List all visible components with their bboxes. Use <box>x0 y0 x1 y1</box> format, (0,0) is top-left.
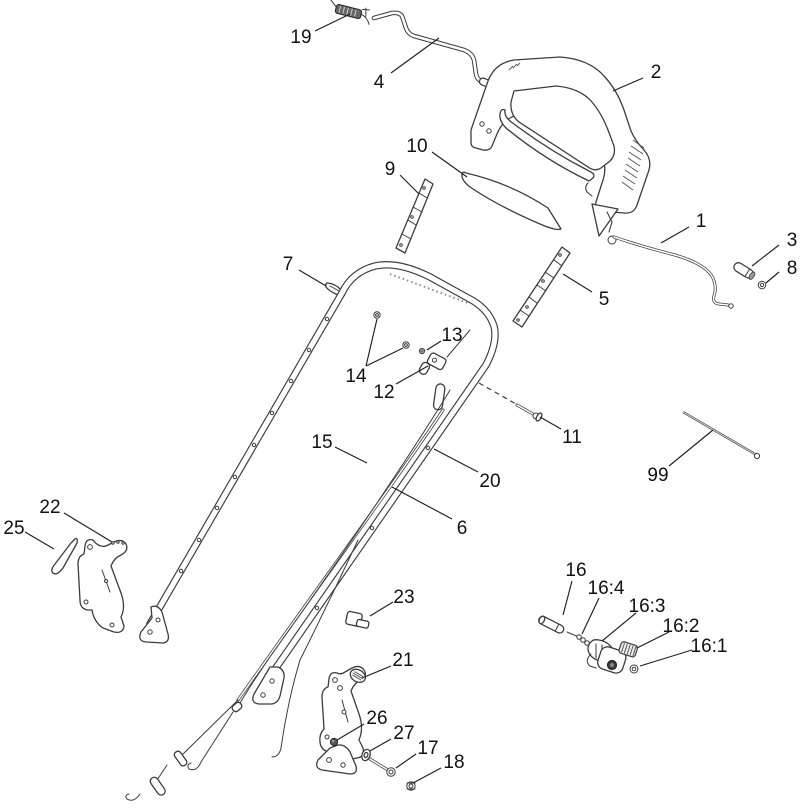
callout-2: 2 <box>612 62 662 92</box>
callout-27-label: 27 <box>393 723 414 744</box>
part-nut-small <box>757 280 767 290</box>
callout-1: 1 <box>660 211 707 244</box>
callout-17: 17 <box>395 738 439 769</box>
callout-19: 19 <box>290 13 351 48</box>
tube-studs <box>178 316 431 611</box>
part-upper-handle <box>470 56 651 237</box>
callout-23-label: 23 <box>393 587 414 608</box>
callout-22: 22 <box>39 497 113 543</box>
part-spring <box>328 0 371 25</box>
part-lower-handle <box>139 261 499 705</box>
callout-16-3-label: 16:3 <box>629 596 666 617</box>
callout-12: 12 <box>373 365 429 403</box>
callout-16-label: 16 <box>565 560 586 581</box>
callout-4: 4 <box>374 37 440 93</box>
callout-15-label: 15 <box>311 432 332 453</box>
callout-3-label: 3 <box>787 230 798 251</box>
callout-4-label: 4 <box>374 72 385 93</box>
part-washer <box>361 748 371 762</box>
callout-7: 7 <box>283 254 327 287</box>
callout-20: 20 <box>433 448 501 492</box>
callout-27: 27 <box>369 723 415 752</box>
callout-22-label: 22 <box>39 497 60 518</box>
part-spring-small <box>576 634 590 646</box>
part-curved-insert <box>461 171 562 231</box>
part-bolt-dashed <box>478 382 543 422</box>
callout-14: 14 <box>345 318 404 387</box>
callout-20-label: 20 <box>479 471 500 492</box>
callout-11: 11 <box>539 416 582 448</box>
callout-18: 18 <box>412 752 465 784</box>
callout-16-1: 16:1 <box>639 636 728 667</box>
part-cable-inner <box>187 389 451 771</box>
callout-26-label: 26 <box>366 708 387 729</box>
callout-23: 23 <box>369 587 415 617</box>
callout-99-label: 99 <box>647 465 668 486</box>
callout-17-label: 17 <box>417 738 438 759</box>
part-wedge <box>51 537 78 575</box>
callout-10: 10 <box>406 136 468 178</box>
callout-8-label: 8 <box>787 258 798 279</box>
part-nuts <box>373 311 426 355</box>
callout-16-4: 16:4 <box>581 578 625 635</box>
callout-25-label: 25 <box>3 518 24 539</box>
part-bolt <box>368 757 396 777</box>
callout-26: 26 <box>336 708 388 741</box>
callout-16-2: 16:2 <box>636 616 700 649</box>
part-lever-body <box>597 646 627 674</box>
part-knurled-block <box>618 641 638 658</box>
callout-7-label: 7 <box>283 254 294 275</box>
callout-6-label: 6 <box>457 518 468 539</box>
part-rod <box>371 10 494 89</box>
callout-21-label: 21 <box>392 650 413 671</box>
part-rail-lower <box>512 246 571 328</box>
callout-21: 21 <box>361 650 414 679</box>
callout-15: 15 <box>311 432 368 464</box>
part-plug <box>345 610 370 629</box>
part-cable-upper <box>606 211 734 309</box>
callout-16-3: 16:3 <box>601 596 666 642</box>
callout-99: 99 <box>647 429 714 486</box>
callout-13: 13 <box>426 325 463 351</box>
callout-9: 9 <box>385 159 420 195</box>
callout-8: 8 <box>765 258 798 284</box>
part-right-bracket <box>316 665 367 775</box>
callout-16-1-label: 16:1 <box>691 636 728 657</box>
callout-1-label: 1 <box>696 211 707 232</box>
part-cable-tie <box>682 410 761 460</box>
callout-16-2-label: 16:2 <box>663 616 700 637</box>
callout-2-label: 2 <box>651 62 662 83</box>
callout-5: 5 <box>562 273 610 310</box>
callout-14-label: 14 <box>345 366 367 387</box>
callout-16: 16 <box>562 560 587 616</box>
part-spacer <box>733 262 756 280</box>
callout-3: 3 <box>751 230 798 267</box>
callout-11-label: 11 <box>562 427 582 448</box>
part-left-bracket <box>77 538 128 634</box>
callout-10-label: 10 <box>406 136 427 157</box>
callout-12-label: 12 <box>373 382 394 403</box>
callout-5-label: 5 <box>599 289 610 310</box>
part-pin <box>538 615 582 639</box>
callout-6: 6 <box>391 486 468 539</box>
part-nut <box>406 781 416 791</box>
part-rail-upper <box>395 178 434 254</box>
callouts: 19 4 2 10 9 1 3 8 <box>3 13 798 784</box>
callout-9-label: 9 <box>385 159 396 180</box>
callout-25: 25 <box>3 518 55 550</box>
part-locknut <box>629 664 639 674</box>
part-screw <box>329 737 339 747</box>
callout-13-label: 13 <box>441 325 462 346</box>
callout-18-label: 18 <box>443 752 464 773</box>
callout-19-label: 19 <box>290 27 311 48</box>
callout-16-4-label: 16:4 <box>588 578 625 599</box>
grip-hatch <box>621 139 645 191</box>
